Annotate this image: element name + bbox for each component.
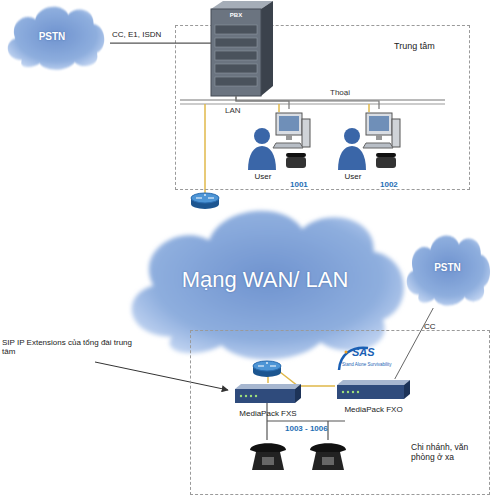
site-boundary: Trung tâmPBXUserUser (175, 25, 470, 190)
server-front (211, 9, 261, 96)
lan-drop (368, 104, 370, 112)
extension-range: 1003 - 1006 (285, 424, 347, 433)
bus-label: LAN (225, 106, 255, 115)
connector-line (110, 43, 211, 44)
monitor (366, 113, 392, 135)
phone-symbol (250, 443, 286, 470)
logo-dot (345, 351, 348, 354)
status-led (250, 395, 252, 397)
connector-label: CC (424, 322, 448, 331)
lan-uplink (204, 104, 206, 190)
connector-label: CC, E1, ISDN (112, 30, 202, 39)
person-body (338, 146, 366, 170)
status-led (245, 395, 247, 397)
pbx-server: PBX (201, 1, 276, 96)
gateway-device: MediaPack FXS (229, 383, 307, 423)
bus-label: Thoại (330, 88, 370, 97)
phone-wire (266, 402, 267, 440)
callout-arrow (95, 362, 228, 390)
gateway-device-shape (331, 379, 416, 421)
device-front (235, 389, 295, 403)
node-text: Chi nhánh, văn phòng ở xa (411, 443, 489, 463)
node-text: Trung tâm (394, 41, 466, 51)
status-led (240, 395, 242, 397)
node-text: PSTN (0, 31, 104, 43)
connector-line (204, 190, 206, 195)
keyboard (273, 143, 303, 148)
device-top (337, 380, 410, 385)
router-link (280, 372, 335, 386)
server-side (261, 1, 273, 96)
monitor-stand (376, 135, 382, 140)
person-head (254, 128, 270, 144)
callout-note: SIP IP Extensions của tổng đài trung tâm (2, 338, 132, 356)
node-text: MediaPack FXO (331, 405, 416, 414)
extension-number: 1002 (380, 180, 410, 189)
pstn-cloud: PSTN (0, 0, 110, 72)
node-text: User (246, 172, 280, 181)
device-side (404, 380, 410, 399)
server-slot (215, 64, 257, 73)
phone-symbol (310, 443, 346, 470)
connector-line (236, 96, 379, 109)
user-station: User (336, 109, 401, 187)
router-symbol (191, 193, 219, 209)
connector-line (395, 308, 434, 379)
phone-handset (286, 153, 306, 157)
lan-bus (180, 103, 445, 104)
monitor-stand (286, 135, 292, 140)
desk-phone (286, 157, 306, 168)
connector-line (236, 96, 289, 109)
server-slot (215, 51, 257, 60)
node-text: User (336, 172, 370, 181)
person-body (248, 146, 276, 170)
status-led (342, 391, 344, 393)
desk-phone (376, 157, 396, 168)
logo-text: SAS (352, 346, 392, 359)
status-led (347, 391, 349, 393)
device-front (337, 385, 404, 399)
monitor (276, 113, 302, 135)
logo-tagline: Stand Alone Survivability (342, 362, 404, 367)
pstn-cloud: PSTN (400, 228, 495, 308)
cloud-outline (132, 211, 404, 360)
device-side (295, 384, 301, 403)
phone-handset (376, 153, 396, 157)
connector-line (267, 365, 269, 383)
voice-bus (180, 99, 445, 100)
node-text: Mạng WAN/ LAN (135, 267, 395, 292)
site-boundary: Chi nhánh, văn phòng ở xa MediaPack FXS Me… (190, 330, 490, 495)
lan-drop (278, 104, 280, 112)
server-slot (215, 38, 257, 47)
phone-wire (327, 421, 328, 440)
server-slot (215, 25, 257, 34)
person-head (344, 128, 360, 144)
logo-swoosh (339, 348, 368, 370)
screen (369, 116, 389, 131)
router-symbol (253, 361, 281, 377)
node-text: MediaPack FXS (229, 409, 307, 418)
status-led (357, 391, 359, 393)
phone-wire (267, 420, 345, 421)
node-text: PSTN (400, 262, 495, 274)
status-led (352, 391, 354, 393)
extension-number: 1001 (290, 180, 320, 189)
status-led (255, 395, 257, 397)
user-station: User (246, 109, 311, 187)
pc-tower (302, 119, 310, 147)
network-cloud: Mạng WAN/ LAN (110, 195, 420, 365)
gateway-device: MediaPack FXO (331, 379, 416, 421)
screen (279, 116, 299, 131)
server-slot (215, 77, 257, 86)
pc-tower (392, 119, 400, 147)
node-text: PBX (211, 12, 261, 19)
keyboard (363, 143, 393, 148)
device-top (235, 384, 301, 389)
